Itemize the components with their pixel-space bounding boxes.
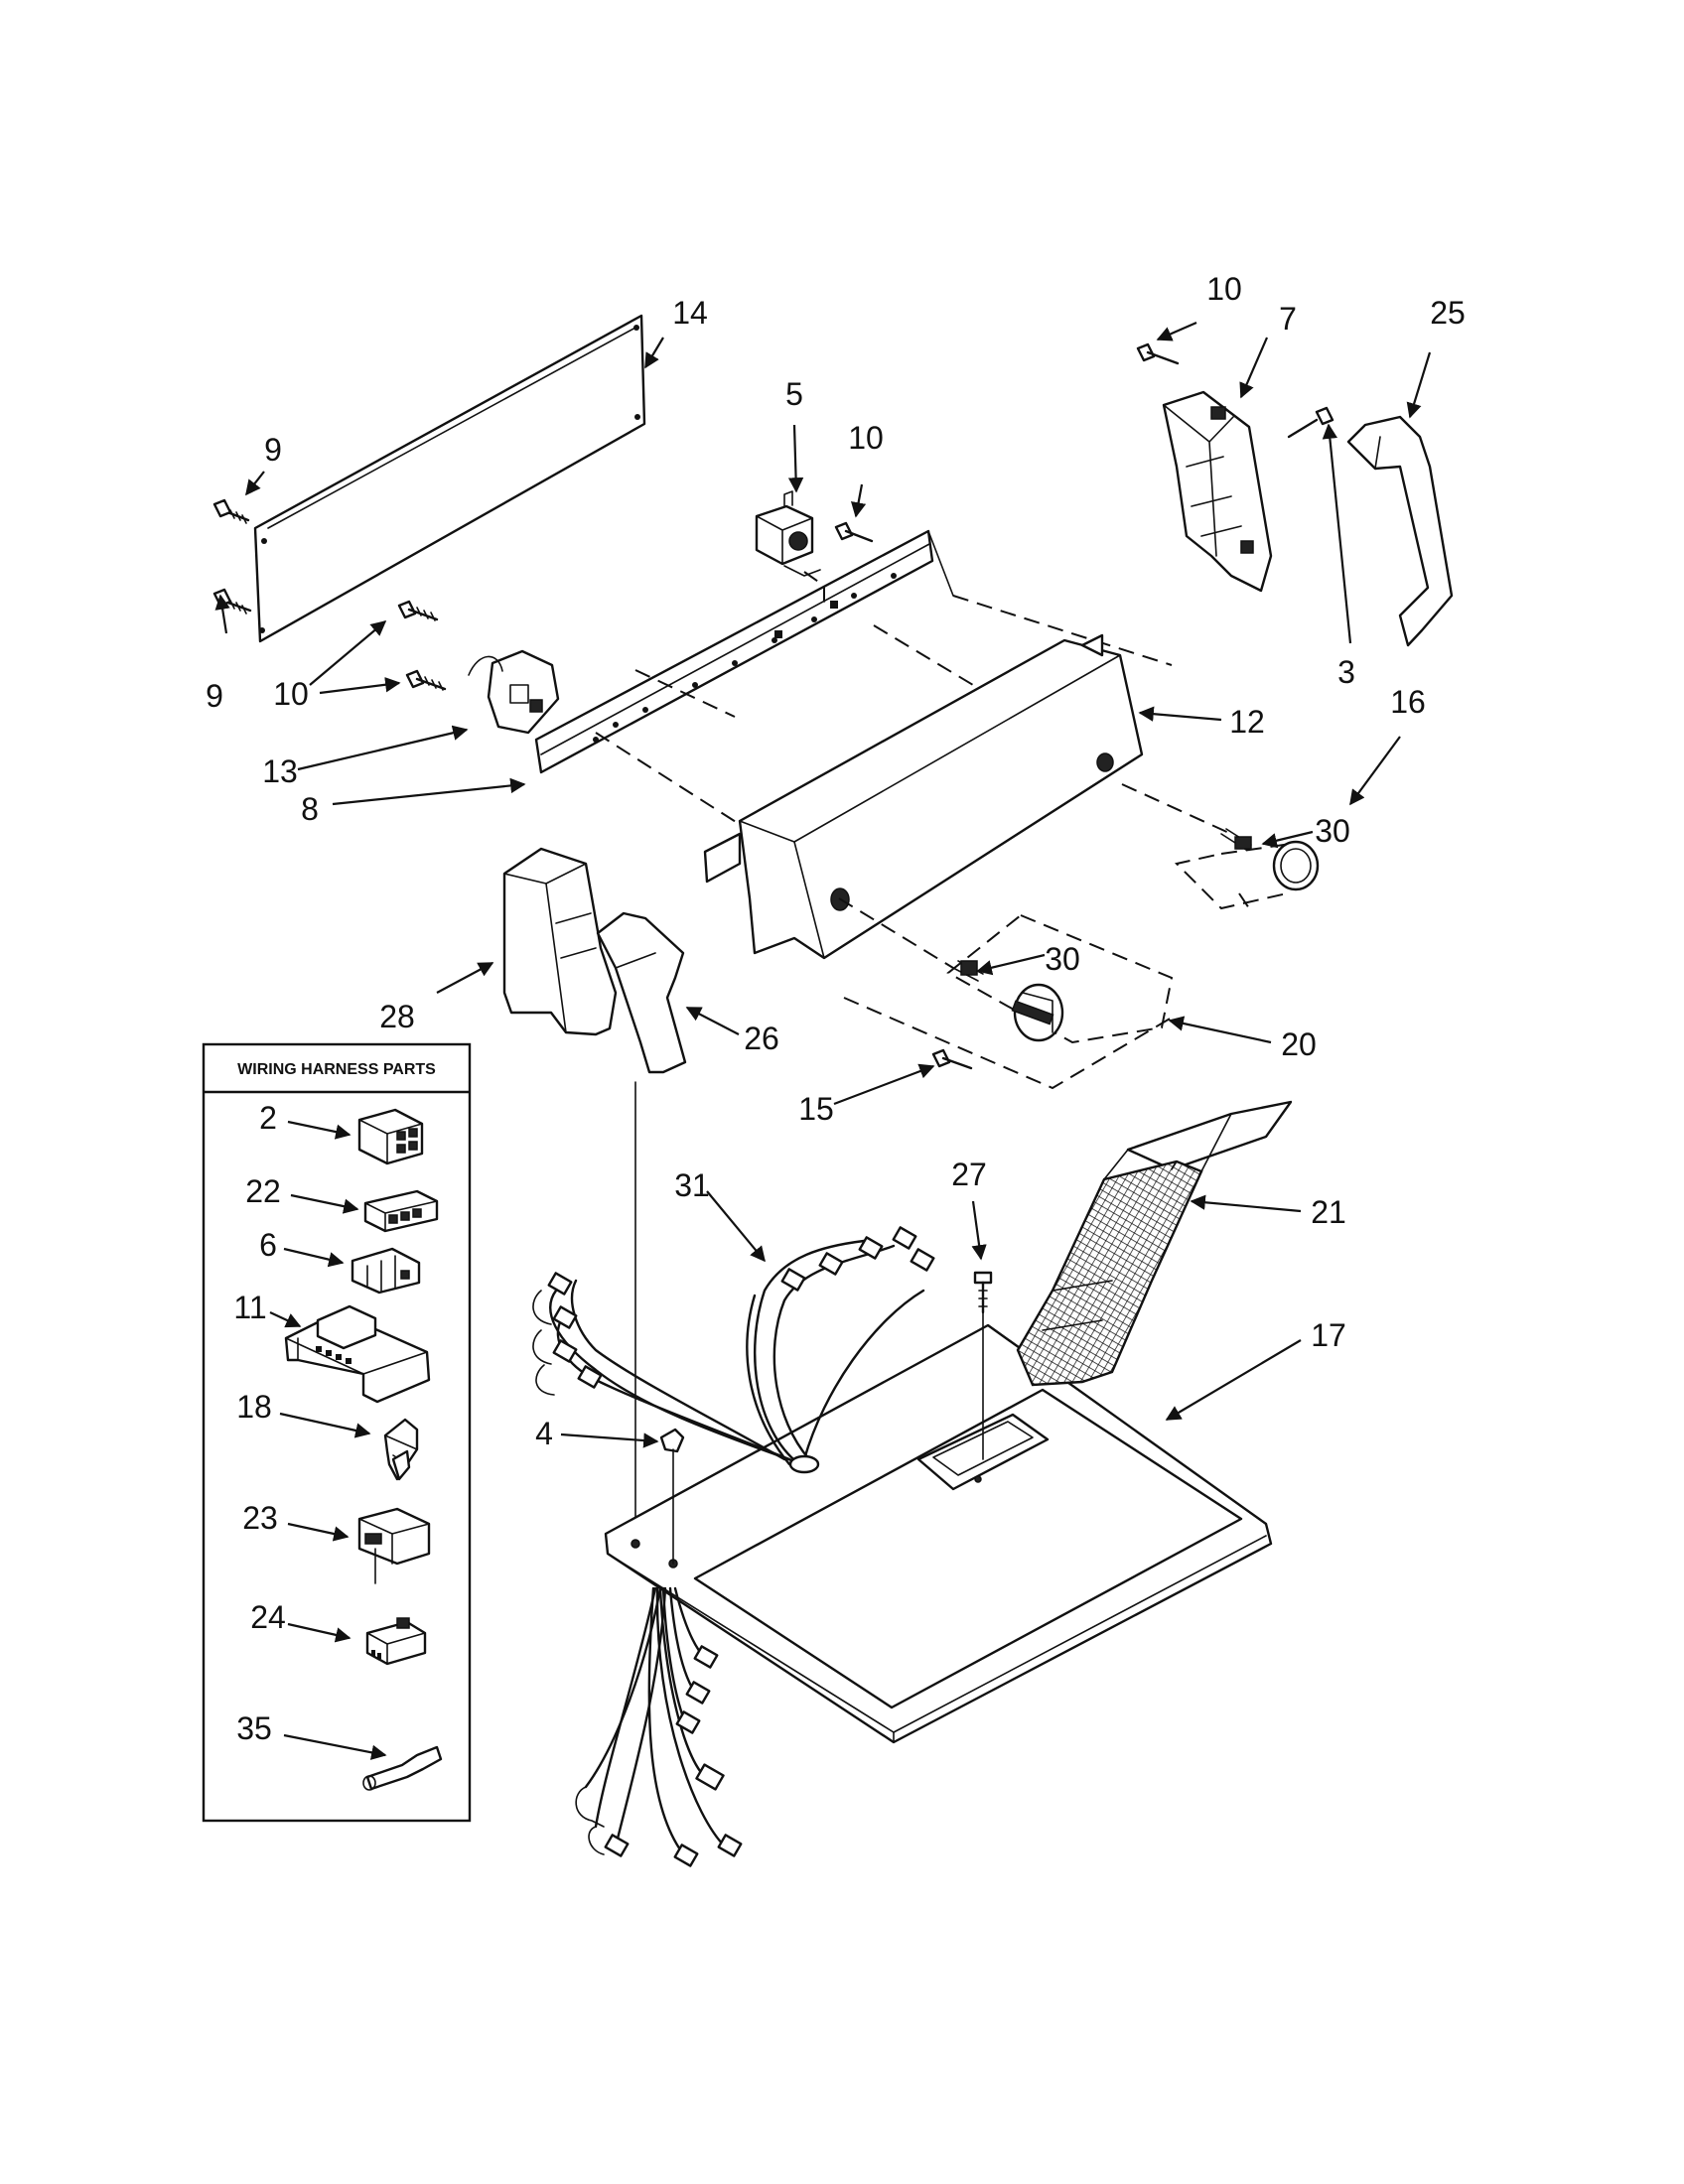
label-part-17: 17	[1311, 1317, 1346, 1353]
label-part-10-left: 10	[273, 676, 309, 712]
knob-part-30-upper	[1220, 828, 1320, 891]
console-bracket-part-8	[534, 529, 954, 774]
legend-item-23: 23	[242, 1500, 278, 1536]
knob-part-30-lower	[952, 960, 1064, 1042]
label-part-10-center: 10	[848, 420, 884, 456]
label-part-12: 12	[1229, 704, 1265, 740]
label-part-4: 4	[535, 1416, 553, 1451]
label-part-9-lower: 9	[206, 678, 223, 714]
wiring-harness-part-31	[532, 1226, 935, 1474]
label-part-13: 13	[262, 753, 298, 789]
label-part-5: 5	[785, 376, 803, 412]
label-part-30-lower: 30	[1045, 941, 1080, 977]
label-part-9-upper: 9	[264, 432, 282, 468]
legend-item-6: 6	[259, 1227, 277, 1263]
callout-leaders	[214, 321, 1432, 1448]
clip-part-4	[659, 1428, 685, 1565]
label-part-14: 14	[672, 295, 708, 331]
end-cap-cover-part-26	[596, 911, 687, 1074]
label-part-8: 8	[301, 791, 319, 827]
connector-part-2	[357, 1108, 424, 1165]
control-panel-part-12	[703, 633, 1144, 960]
callout-numbers: 14 9 9 5 10 10 13 8 10 7 25 3 12 16 30 3…	[206, 271, 1466, 1451]
screw-part-9-lower	[212, 588, 252, 614]
legend-item-2: 2	[259, 1100, 277, 1136]
legend-title: WIRING HARNESS PARTS	[237, 1061, 436, 1078]
screw-part-9-upper	[212, 498, 250, 524]
rear-panel-part-14	[253, 314, 646, 643]
label-part-10-right: 10	[1206, 271, 1242, 307]
label-part-30-upper: 30	[1315, 813, 1350, 849]
legend-item-18: 18	[236, 1389, 272, 1425]
wiring-harness-legend: WIRING HARNESS PARTS 2 22 6 11	[202, 1042, 472, 1823]
lint-filter-housing-part-21	[1016, 1100, 1293, 1387]
screw-part-10-left-lower	[405, 669, 447, 691]
top-panel-part-17	[604, 1323, 1273, 1744]
connector-part-23	[357, 1507, 431, 1584]
label-part-7: 7	[1279, 301, 1297, 337]
legend-item-35: 35	[236, 1710, 272, 1746]
screw-part-10-left-upper	[397, 600, 439, 621]
label-part-31: 31	[674, 1167, 710, 1203]
legend-item-11: 11	[233, 1290, 266, 1325]
legend-item-22: 22	[245, 1173, 281, 1209]
label-part-20: 20	[1281, 1026, 1317, 1062]
end-cap-cover-part-25	[1346, 415, 1454, 647]
label-part-25: 25	[1430, 295, 1466, 331]
timer-part-13	[468, 649, 560, 735]
terminal-part-35	[362, 1745, 443, 1791]
end-cap-right-part-7	[1162, 390, 1273, 593]
lower-wiring-leads	[575, 1586, 743, 1867]
connector-part-22	[363, 1189, 439, 1233]
connector-part-6	[351, 1247, 421, 1295]
end-cap-left-part-28	[502, 847, 618, 1036]
label-part-15: 15	[798, 1091, 834, 1127]
label-part-21: 21	[1311, 1194, 1346, 1230]
switch-part-5	[755, 490, 821, 577]
screw-part-10-center	[834, 521, 874, 543]
connector-part-24	[365, 1617, 427, 1666]
label-part-27: 27	[951, 1157, 987, 1192]
label-part-3: 3	[1337, 654, 1355, 690]
screw-part-27	[973, 1271, 993, 1460]
label-part-16: 16	[1390, 684, 1426, 720]
label-part-26: 26	[744, 1021, 779, 1056]
clip-part-18	[383, 1418, 419, 1481]
legend-item-24: 24	[250, 1599, 286, 1635]
screw-part-10-right	[1136, 342, 1180, 365]
screw-part-15	[931, 1048, 973, 1070]
label-part-28: 28	[379, 999, 415, 1034]
screw-part-3	[1287, 406, 1334, 439]
connector-part-11	[284, 1304, 431, 1404]
